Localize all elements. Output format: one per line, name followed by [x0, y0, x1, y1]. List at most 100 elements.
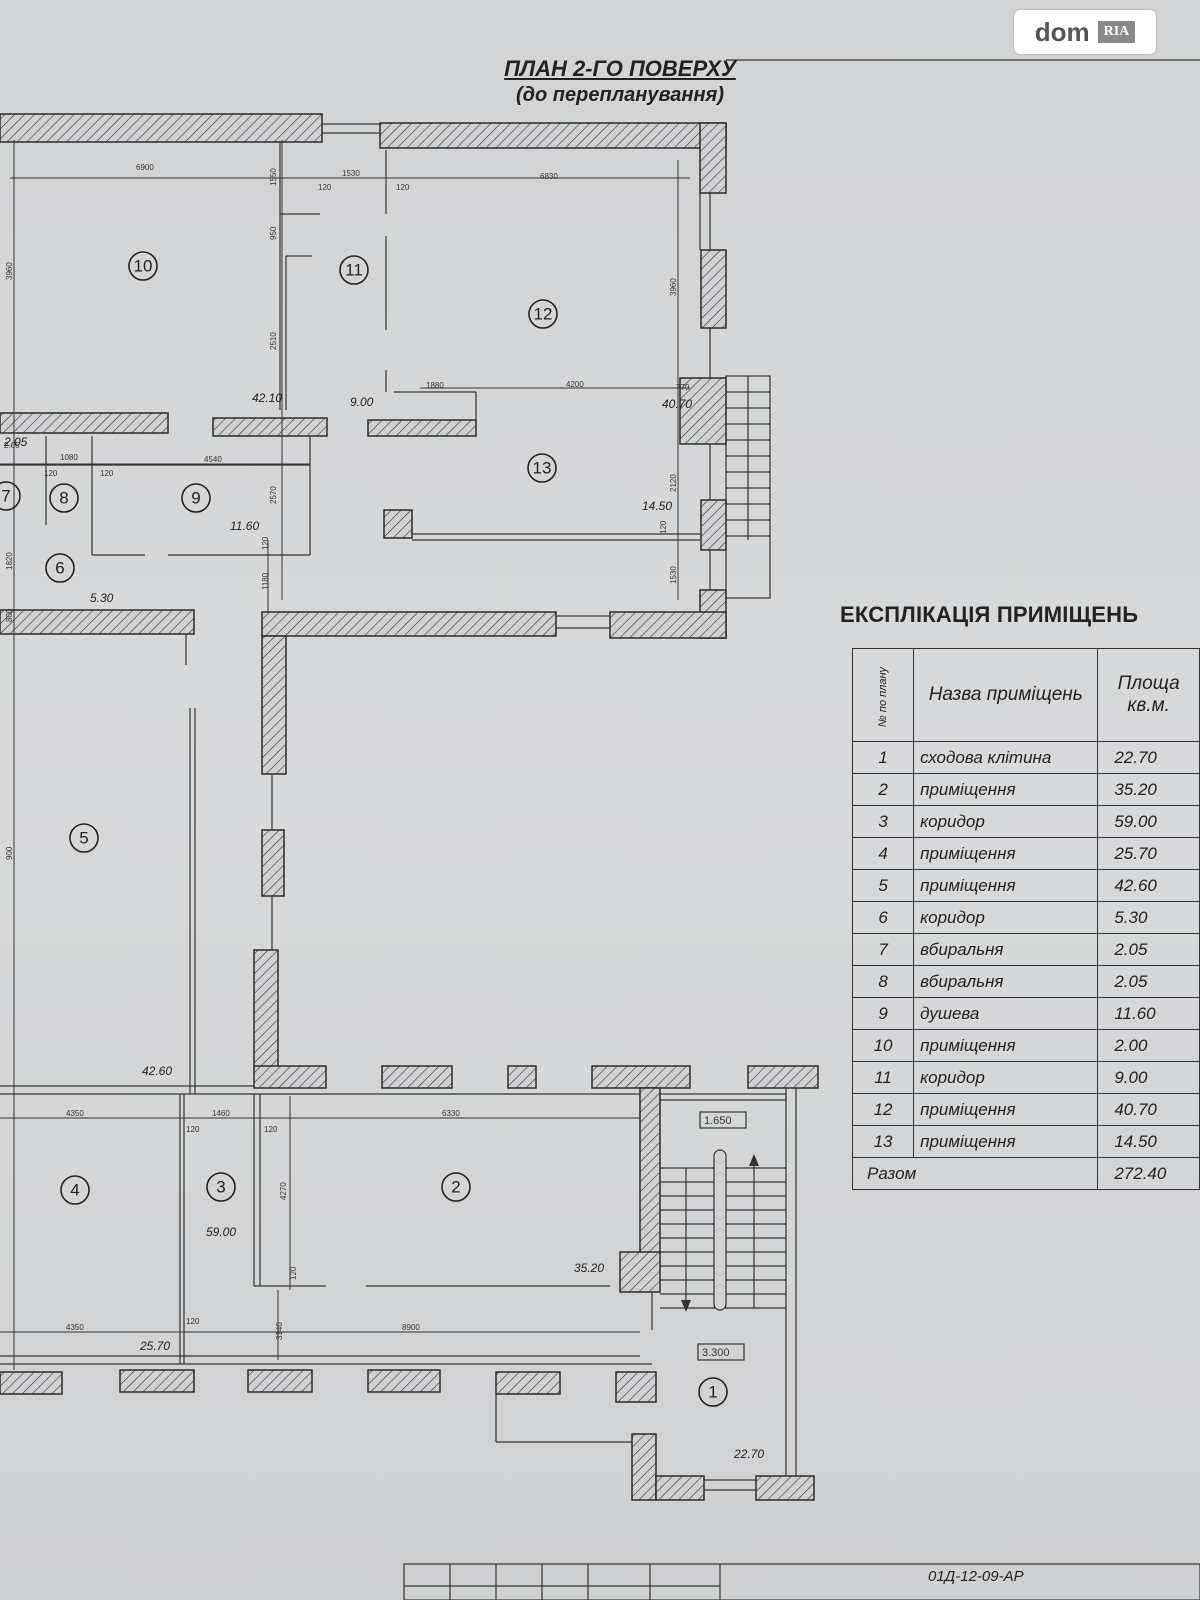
dimension-label: 4200 [566, 380, 584, 389]
explication-cell-n: 3 [851, 805, 915, 838]
explication-cell-area: 2.05 [1097, 933, 1200, 966]
room-area-label: 59.00 [206, 1225, 236, 1239]
explication-cell-n: 9 [851, 997, 915, 1030]
room-marker-circle [128, 251, 158, 281]
room-area-label: 22.70 [733, 1447, 764, 1461]
dimension-label: 8900 [402, 1323, 420, 1332]
dimension-label: 4350 [66, 1109, 84, 1118]
explication-cell-name: приміщення [913, 1029, 1099, 1062]
room-number: 5 [79, 829, 88, 848]
dimension-label: 1880 [426, 381, 444, 390]
wall [591, 1065, 691, 1089]
dimension-label: 1550 [269, 168, 278, 186]
room-number: 3 [216, 1178, 225, 1197]
room-area-label: 14.50 [642, 499, 672, 513]
dimension-label: 900 [5, 846, 14, 860]
wall [383, 509, 413, 539]
wall [379, 122, 727, 149]
wall [261, 611, 557, 637]
total-label: Разом [851, 1157, 1099, 1190]
wall [261, 829, 285, 897]
wall [631, 1433, 657, 1501]
wall [700, 249, 727, 329]
room-area-label: 40.70 [662, 397, 692, 411]
wall [609, 611, 727, 639]
wall [0, 113, 323, 143]
logo-ria: RIA [1097, 21, 1136, 43]
dimension-label: 1530 [669, 566, 678, 584]
wall [247, 1369, 313, 1393]
explication-cell-n: 11 [851, 1061, 915, 1094]
dimension-label: 120 [318, 183, 332, 192]
wall [495, 1371, 561, 1395]
room-marker-circle [45, 553, 75, 583]
dom-ria-logo[interactable]: dom RIA [1014, 10, 1156, 54]
dimension-label: 6900 [136, 163, 154, 172]
explication-cell-name: вбиральня [913, 933, 1099, 966]
wall [381, 1065, 453, 1089]
room-marker-circle [49, 483, 79, 513]
explication-cell-area: 5.30 [1097, 901, 1200, 934]
wall [619, 1251, 661, 1293]
plan-title-main: ПЛАН 2-ГО ПОВЕРХУ [504, 56, 736, 81]
explication-cell-n: 2 [851, 773, 915, 806]
explication-cell-n: 6 [851, 901, 915, 934]
dimension-label: 120 [261, 536, 270, 550]
room-area-label: 5.30 [90, 591, 114, 605]
explication-cell-name: сходова клітина [913, 741, 1099, 774]
room-area-label: 35.20 [574, 1261, 604, 1275]
explication-table: № по плану Назва приміщень Площа кв.м. 1… [851, 648, 1200, 1190]
room-marker-circle [206, 1172, 236, 1202]
wall [699, 122, 727, 194]
dimension-label: 120 [186, 1317, 200, 1326]
logo-dom: dom [1034, 16, 1090, 47]
dimension-label: 120 [396, 183, 410, 192]
room-area-label: 11.60 [230, 519, 259, 533]
dimension-label: 120 [100, 469, 114, 478]
explication-cell-area: 35.20 [1097, 773, 1200, 806]
explication-cell-name: приміщення [913, 1093, 1099, 1126]
dimension-label: 3960 [669, 278, 678, 296]
room-number: 11 [345, 261, 363, 280]
explication-cell-name: коридор [913, 901, 1099, 934]
plan-title: ПЛАН 2-ГО ПОВЕРХУ (до перепланування) [430, 56, 810, 107]
dimension-label: 6330 [442, 1109, 460, 1118]
explication-cell-n: 13 [851, 1125, 915, 1158]
wall [507, 1065, 537, 1089]
wall [367, 419, 477, 437]
room-number: 2 [451, 1178, 460, 1197]
dimension-label: 1080 [60, 453, 78, 462]
explication-cell-n: 5 [851, 869, 915, 902]
explication-cell-n: 8 [851, 965, 915, 998]
room-number: 13 [533, 459, 552, 478]
room-marker-circle [181, 483, 211, 513]
col-header-name: Назва приміщень [913, 648, 1099, 742]
dimension-label: 2120 [669, 474, 678, 492]
explication-cell-area: 42.60 [1097, 869, 1200, 902]
room-marker-circle [698, 1377, 728, 1407]
room-number: 7 [1, 487, 10, 506]
explication-cell-name: вбиральня [913, 965, 1099, 998]
explication-cell-area: 14.50 [1097, 1125, 1200, 1158]
explication-cell-name: приміщення [913, 837, 1099, 870]
room-marker-circle [69, 823, 99, 853]
explication-cell-area: 40.70 [1097, 1093, 1200, 1126]
explication-cell-n: 10 [851, 1029, 915, 1062]
dimension-label: 770 [676, 383, 690, 392]
room-area-label: 9.00 [350, 395, 374, 409]
level-mark: 3.300 [702, 1347, 730, 1359]
explication-title: ЕКСПЛІКАЦІЯ ПРИМІЩЕНЬ [840, 602, 1139, 627]
room-number: 8 [59, 489, 68, 508]
wall [755, 1475, 815, 1501]
dimension-label: 6830 [540, 172, 558, 181]
explication-total-row: Разом 272.40 [851, 1157, 1200, 1190]
dimension-label: 4540 [204, 455, 222, 464]
